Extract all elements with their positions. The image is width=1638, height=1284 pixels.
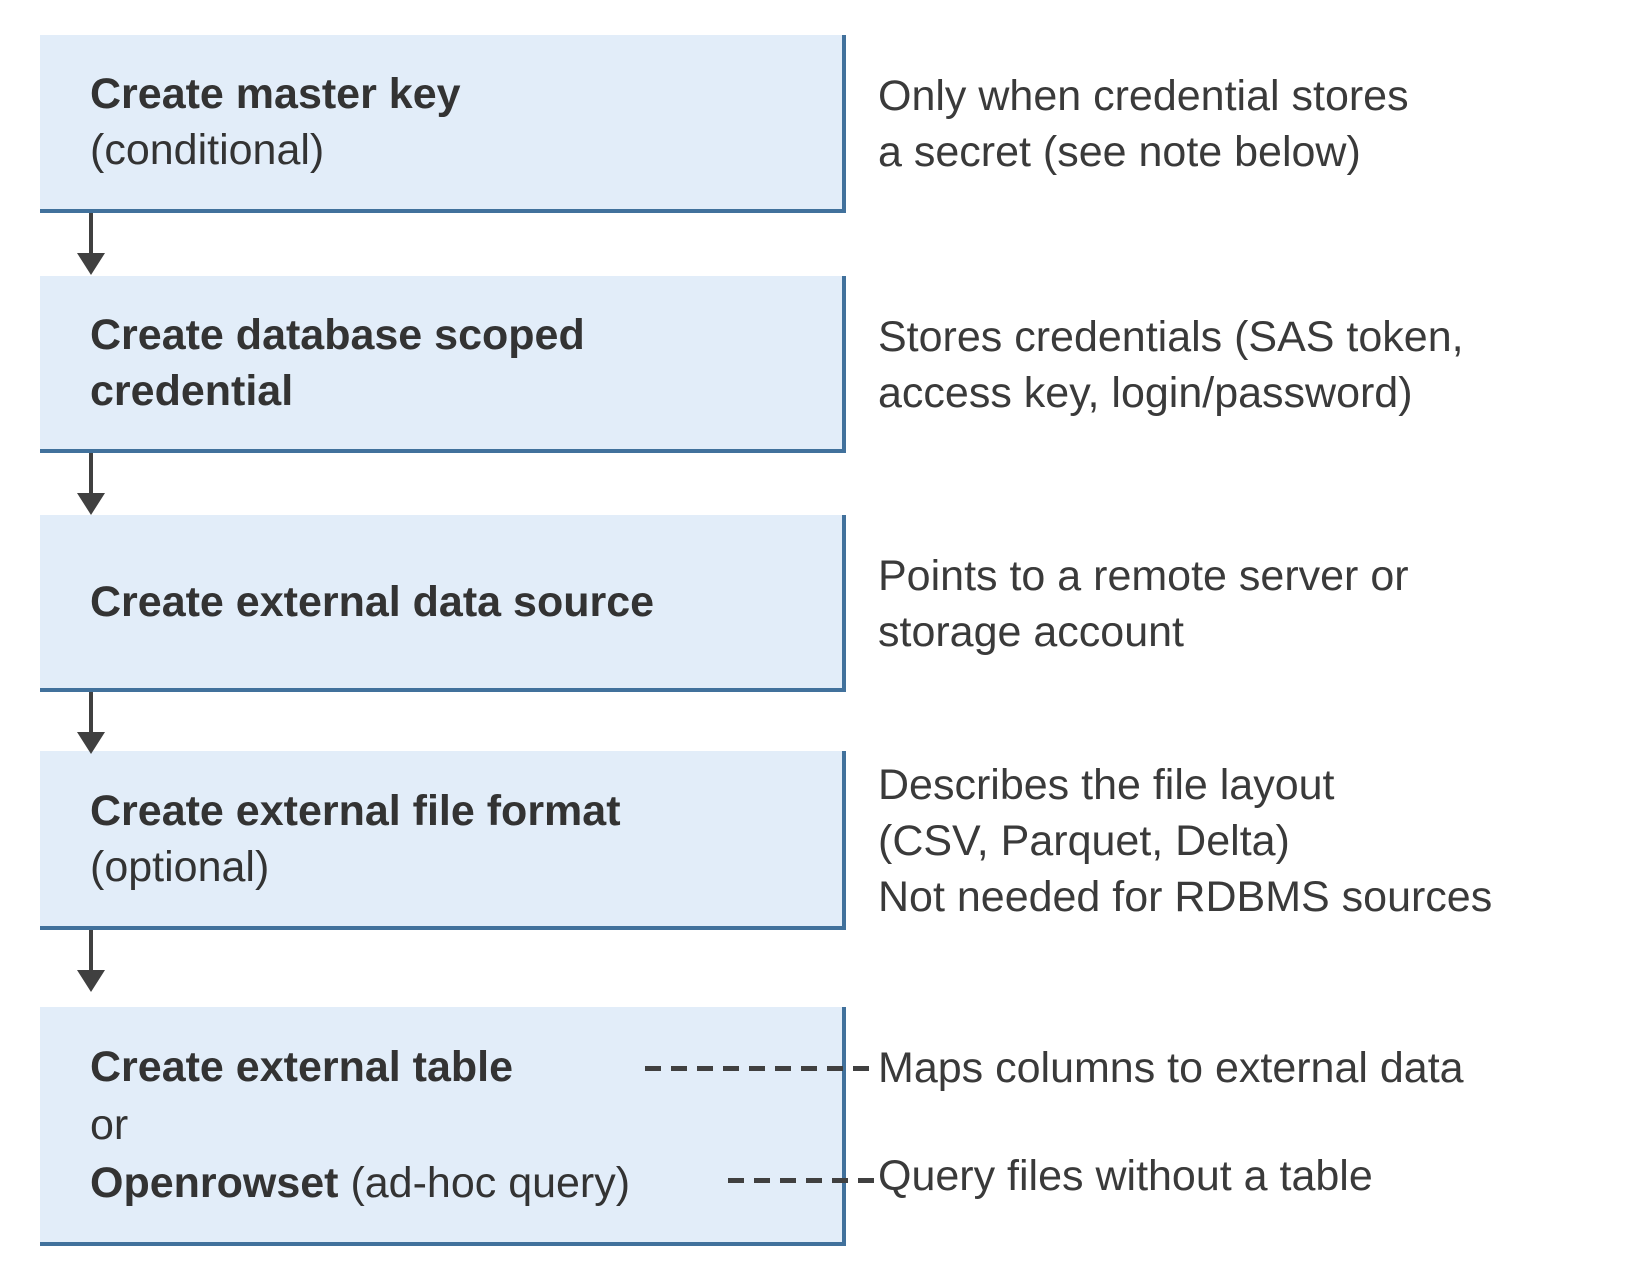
- step-box-create-master-key: Create master key (conditional): [40, 35, 846, 213]
- step-alt-title: Openrowset (ad-hoc query): [90, 1154, 842, 1212]
- annotation-external-file-format: Describes the file layout (CSV, Parquet,…: [878, 760, 1493, 921]
- dashed-connector-openrowset: [728, 1178, 874, 1183]
- step-subtitle: (conditional): [90, 126, 325, 174]
- arrow-head: [77, 732, 105, 754]
- annotation-master-key: Only when credential stores a secret (se…: [878, 72, 1409, 176]
- annotation-external-table: Maps columns to external data: [878, 1044, 1464, 1092]
- step-alt-title-bold: Openrowset: [90, 1158, 339, 1207]
- step-subtitle: (optional): [90, 842, 270, 891]
- arrow-stem: [89, 692, 93, 734]
- step-alt-title-suffix: (ad-hoc query): [338, 1158, 631, 1207]
- step-title: Create external table: [90, 1042, 514, 1091]
- arrow-head: [77, 253, 105, 275]
- annotation-external-data-source: Points to a remote server or storage acc…: [878, 551, 1409, 656]
- step-title: Create external data source: [90, 577, 655, 626]
- step-box-create-database-scoped-credential: Create database scoped credential: [40, 276, 846, 453]
- step-box-create-external-data-source: Create external data source: [40, 515, 846, 692]
- arrow-head: [77, 970, 105, 992]
- step-or-label: or: [90, 1100, 129, 1149]
- down-arrow-icon: [77, 213, 105, 275]
- step-box-create-external-file-format: Create external file format (optional): [40, 751, 846, 930]
- arrow-head: [77, 493, 105, 515]
- dashed-connector-external-table: [645, 1066, 875, 1071]
- step-title: Create external file format: [90, 786, 621, 835]
- annotation-openrowset: Query files without a table: [878, 1152, 1373, 1200]
- down-arrow-icon: [77, 930, 105, 992]
- down-arrow-icon: [77, 453, 105, 515]
- arrow-stem: [89, 930, 93, 972]
- down-arrow-icon: [77, 692, 105, 754]
- step-title: Create master key: [90, 70, 461, 118]
- annotation-database-scoped-credential: Stores credentials (SAS token, access ke…: [878, 312, 1464, 417]
- step-title: Create database scoped credential: [90, 310, 585, 415]
- arrow-stem: [89, 213, 93, 255]
- arrow-stem: [89, 453, 93, 495]
- step-box-create-external-table-or-openrowset: Create external table or Openrowset (ad-…: [40, 1007, 846, 1246]
